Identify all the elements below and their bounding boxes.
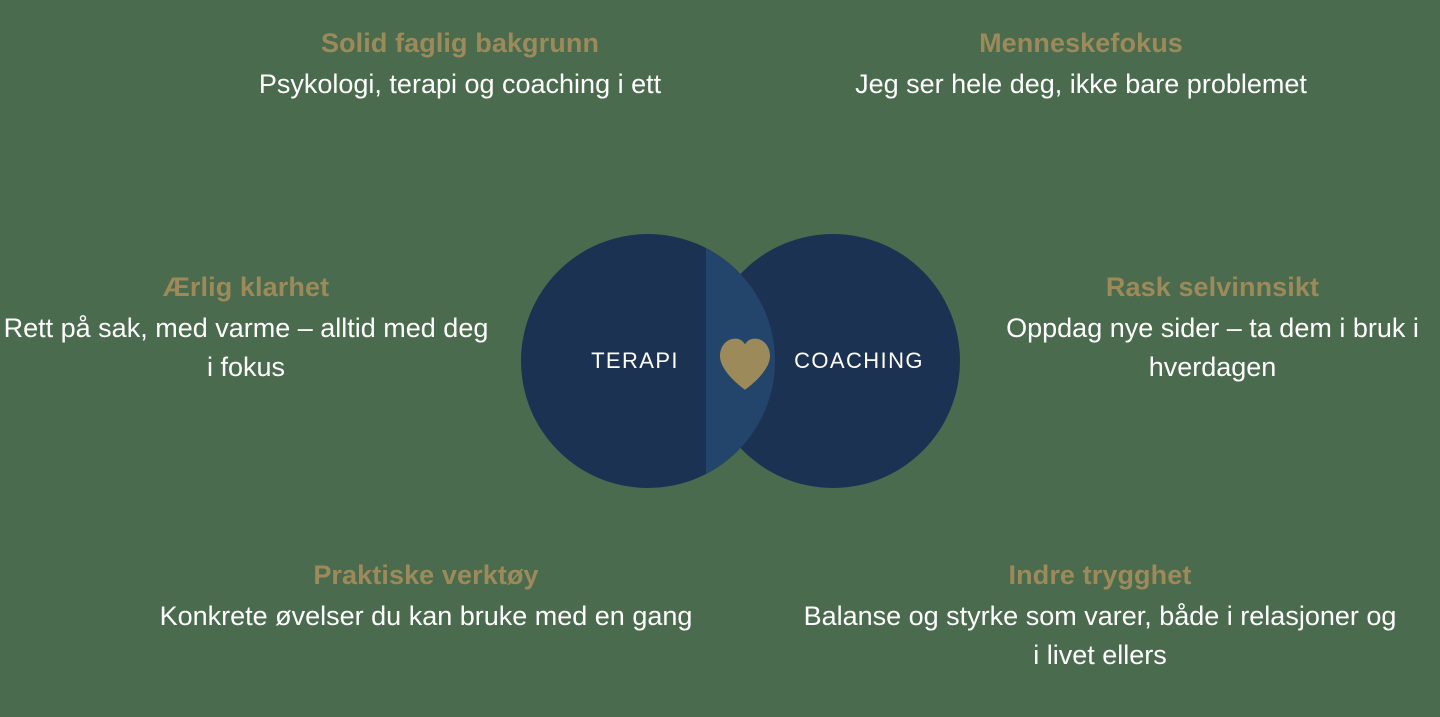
feature-title: Praktiske verktøy [313, 560, 539, 590]
feature-block-indre-trygghet: Indre trygghet Balanse og styrke som var… [800, 560, 1400, 674]
feature-title: Ærlig klarhet [162, 272, 330, 302]
feature-block-rask-selvinnsikt: Rask selvinnsikt Oppdag nye sider – ta d… [985, 272, 1440, 386]
feature-block-praktiske-verktoy: Praktiske verktøy Konkrete øvelser du ka… [140, 560, 712, 636]
feature-description: Oppdag nye sider – ta dem i bruk i hverd… [1006, 313, 1419, 382]
venn-diagram: TERAPI COACHING [521, 234, 960, 488]
feature-title: Indre trygghet [1008, 560, 1192, 590]
heart-icon [716, 336, 774, 392]
feature-title: Rask selvinnsikt [1105, 272, 1320, 302]
feature-description: Rett på sak, med varme – alltid med deg … [3, 313, 489, 382]
venn-label-terapi: TERAPI [591, 348, 679, 373]
feature-description: Psykologi, terapi og coaching i ett [258, 69, 662, 100]
feature-block-menneskefokus: Menneskefokus Jeg ser hele deg, ikke bar… [840, 28, 1322, 104]
feature-title: Menneskefokus [979, 28, 1183, 58]
feature-title: Solid faglig bakgrunn [320, 28, 600, 58]
venn-label-coaching: COACHING [794, 348, 924, 373]
feature-block-aerlig-klarhet: Ærlig klarhet Rett på sak, med varme – a… [0, 272, 492, 386]
feature-description: Konkrete øvelser du kan bruke med en gan… [159, 601, 693, 632]
feature-block-solid-faglig-bakgrunn: Solid faglig bakgrunn Psykologi, terapi … [150, 28, 770, 104]
feature-description: Balanse og styrke som varer, både i rela… [803, 601, 1397, 670]
feature-description: Jeg ser hele deg, ikke bare problemet [855, 69, 1307, 100]
